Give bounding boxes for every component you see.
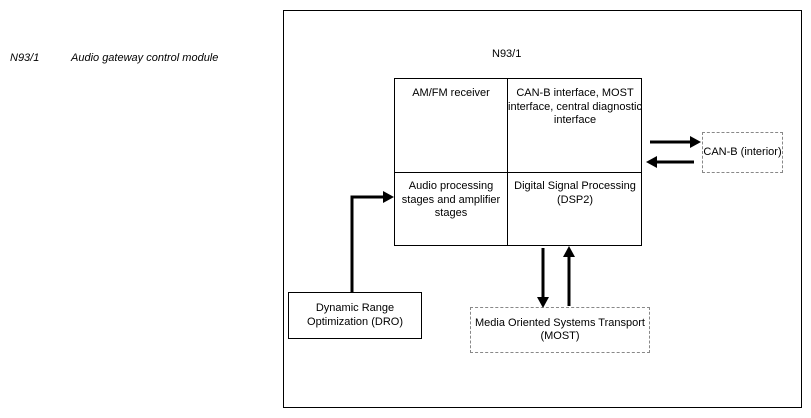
cell-am-fm-receiver: AM/FM receiver bbox=[412, 87, 490, 99]
canb-to-module-arrowhead bbox=[646, 156, 657, 168]
dro-label: Dynamic Range Optimization (DRO) bbox=[307, 302, 403, 328]
most-label: Media Oriented Systems Transport (MOST) bbox=[475, 316, 645, 343]
dro-arrowhead bbox=[383, 191, 394, 203]
most-to-module-arrowhead bbox=[563, 246, 575, 257]
module-to-most-arrowhead bbox=[537, 297, 549, 308]
frame-title: N93/1 bbox=[492, 48, 522, 60]
canb-label: CAN-B (interior) bbox=[703, 145, 782, 158]
cell-dsp: Digital Signal Processing (DSP2) bbox=[514, 180, 636, 206]
diagram-frame bbox=[283, 10, 802, 408]
cell-audio-processing: Audio processing stages and amplifier st… bbox=[401, 180, 501, 219]
dro-box: Dynamic Range Optimization (DRO) bbox=[288, 292, 422, 339]
module-divider-horizontal bbox=[394, 172, 642, 173]
legend-code: N93/1 bbox=[10, 52, 40, 64]
cell-interfaces: CAN-B interface, MOST interface, central… bbox=[508, 87, 642, 126]
module-divider-vertical bbox=[507, 78, 508, 246]
control-module-box bbox=[394, 78, 642, 246]
module-to-canb-arrowhead bbox=[690, 136, 701, 148]
dro-connector-line bbox=[350, 195, 384, 292]
legend-description: Audio gateway control module bbox=[71, 52, 219, 64]
canb-box: CAN-B (interior) bbox=[702, 132, 783, 173]
most-box: Media Oriented Systems Transport (MOST) bbox=[470, 307, 650, 353]
